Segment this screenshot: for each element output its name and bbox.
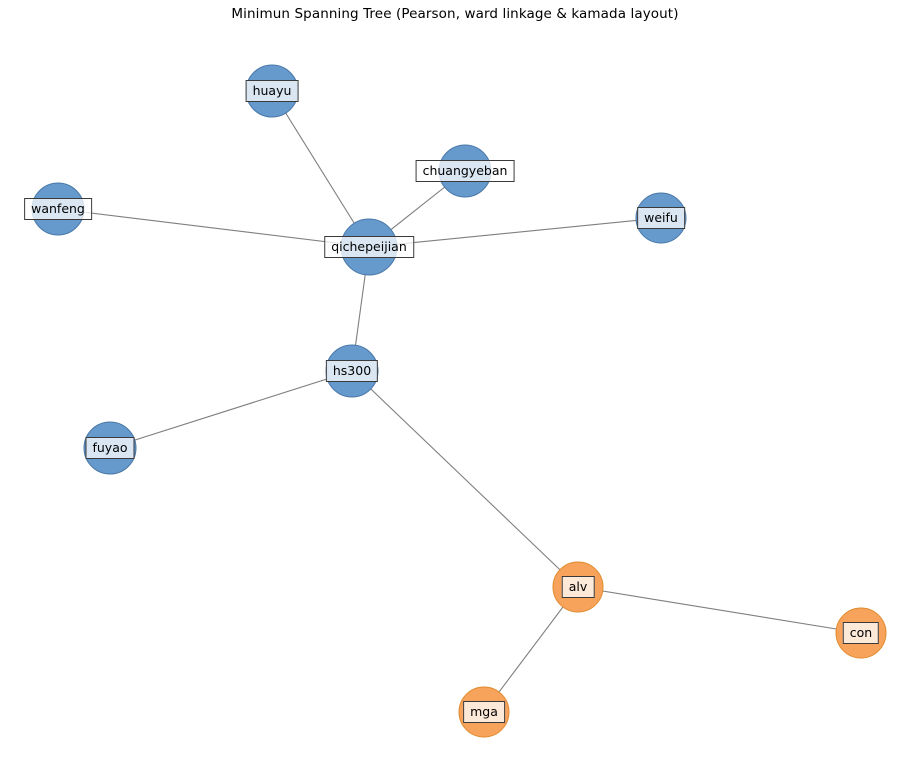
node-label-chuangyeban: chuangyeban (415, 160, 515, 182)
node-label-weifu: weifu (637, 207, 685, 229)
node-label-alv: alv (561, 576, 595, 598)
node-label-huayu: huayu (245, 80, 299, 102)
graph-edge (483, 586, 579, 713)
node-label-hs300: hs300 (325, 360, 379, 382)
graph-edge (271, 90, 370, 248)
graph-edge (577, 586, 862, 634)
graph-edge (368, 217, 662, 248)
edge-layer (57, 90, 862, 713)
node-label-mga: mga (463, 701, 505, 723)
graph-edge (109, 370, 353, 449)
node-label-fuyao: fuyao (85, 437, 135, 459)
graph-edge (351, 370, 579, 588)
node-label-wanfeng: wanfeng (24, 198, 92, 220)
graph-edge (57, 208, 370, 248)
page-title: Minimun Spanning Tree (Pearson, ward lin… (231, 6, 679, 22)
node-label-qichepeijian: qichepeijian (324, 236, 414, 258)
node-label-con: con (842, 622, 880, 644)
